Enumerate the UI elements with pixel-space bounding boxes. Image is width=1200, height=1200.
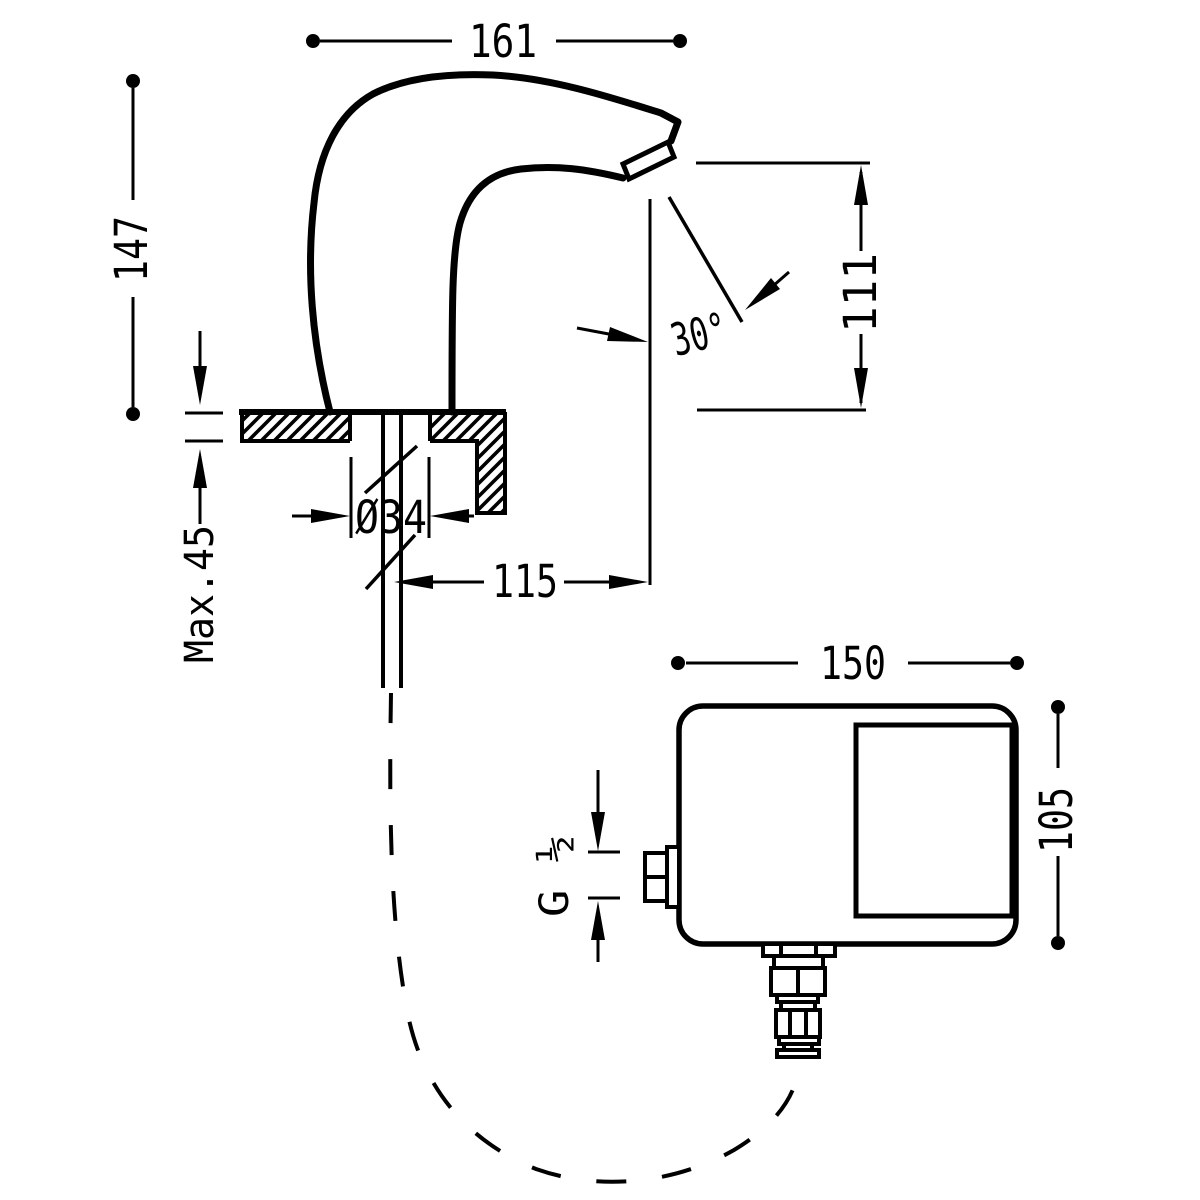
dim-label-spout-width: 161 xyxy=(469,15,537,68)
aerator-outlet xyxy=(619,138,678,183)
angle-arrow-right-shaft xyxy=(772,270,790,288)
mounting-deck-section xyxy=(239,409,507,515)
dim-label-outlet-reach: 115 xyxy=(492,555,558,608)
dim-hole-diameter: Ø34 xyxy=(292,457,474,544)
dim-arrow-left-head xyxy=(394,575,433,589)
dim-spout-width: 161 xyxy=(306,15,687,68)
deck-outline-left xyxy=(240,412,350,443)
dim-arrow-down xyxy=(854,368,868,408)
supply-shank-pipe xyxy=(363,412,419,688)
outlet-fitting xyxy=(761,942,837,1059)
deck-hatch-left xyxy=(242,412,350,441)
faucet-outline xyxy=(307,71,682,416)
angle-arrow-left-head xyxy=(607,327,648,342)
dim-endpoint-dot xyxy=(306,34,320,48)
dim-label-thread-size: G ½ xyxy=(532,835,578,917)
dim-total-height: 147 xyxy=(105,74,158,421)
fitting-step xyxy=(775,1048,821,1059)
dim-label-hole-diameter: Ø34 xyxy=(355,491,427,544)
dim-thread-size: G ½ xyxy=(532,770,620,962)
dim-outlet-reach: 115 xyxy=(394,555,648,608)
deck-outline-right xyxy=(430,412,507,515)
dim-arrow-right-head xyxy=(430,509,469,523)
dim-arrow-down-head xyxy=(591,812,605,851)
faucet-body xyxy=(307,71,682,416)
fitting-compression-nut xyxy=(774,1008,822,1039)
inlet-connector xyxy=(643,845,681,909)
dim-arrow-up xyxy=(854,165,868,205)
dim-endpoint-dot xyxy=(126,407,140,421)
dim-outlet-angle: 30° xyxy=(576,196,790,585)
dim-box-width: 150 xyxy=(671,637,1024,690)
control-box xyxy=(643,703,1019,1059)
angle-arrow-left-shaft xyxy=(576,326,615,337)
angle-arrow-right-head xyxy=(745,278,780,310)
dim-box-height: 105 xyxy=(1030,700,1083,950)
dim-endpoint-dot xyxy=(671,656,685,670)
dim-arrow-up-head xyxy=(193,449,207,488)
dim-endpoint-dot xyxy=(126,74,140,88)
dim-outlet-height: 111 xyxy=(696,161,887,412)
dim-label-outlet-angle: 30° xyxy=(666,302,733,367)
pipe-break-mark-lower xyxy=(364,533,417,591)
dim-label-deck-thickness: Max.45 xyxy=(177,525,223,663)
dim-label-box-height: 105 xyxy=(1030,787,1083,853)
dim-endpoint-dot xyxy=(1051,700,1065,714)
dim-endpoint-dot xyxy=(1010,656,1024,670)
dim-arrow-up-head xyxy=(591,901,605,940)
dim-endpoint-dot xyxy=(673,34,687,48)
dim-label-outlet-height: 111 xyxy=(834,253,887,333)
control-box-panel xyxy=(853,722,1015,919)
dim-arrow-down-head xyxy=(193,366,207,405)
deck-hatch-right xyxy=(430,412,505,513)
dim-arrow-right-head xyxy=(609,575,648,589)
angle-stream-line xyxy=(667,196,744,323)
control-box-housing xyxy=(676,703,1019,947)
dim-arrow-left-head xyxy=(311,509,350,523)
dim-endpoint-dot xyxy=(1051,936,1065,950)
dim-label-total-height: 147 xyxy=(105,216,158,282)
dim-deck-thickness: Max.45 xyxy=(177,331,223,663)
dim-label-box-width: 150 xyxy=(820,637,886,690)
pipe-break-mark-upper xyxy=(363,444,419,495)
